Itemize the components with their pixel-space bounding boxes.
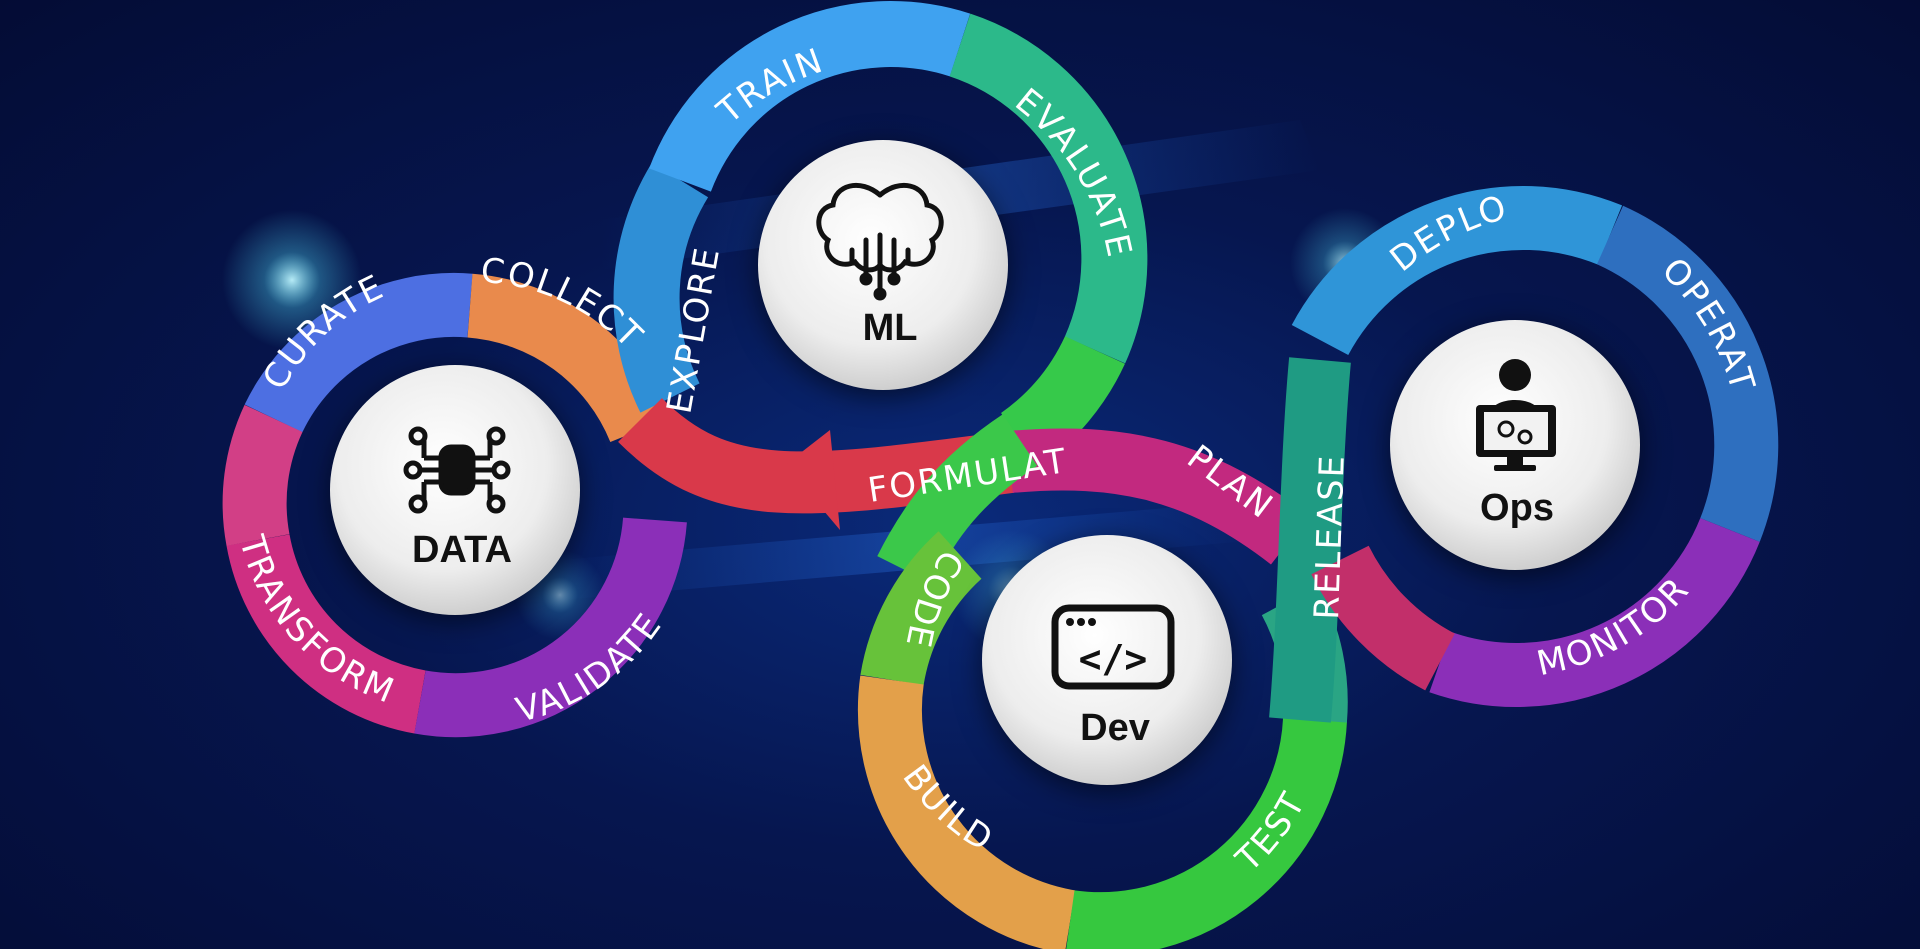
stage-train-segment (649, 1, 971, 193)
stage-explore-segment (613, 162, 709, 413)
dev-hub: </> Dev (982, 535, 1232, 785)
stage-code-segment (860, 531, 983, 686)
stage-left-edge-segment (222, 404, 303, 546)
stage-operate-segment (1596, 205, 1779, 542)
ops-hub: Ops (1390, 320, 1640, 570)
stage-release-label: RELEASE (1307, 453, 1353, 620)
data-hub-label: DATA (412, 529, 512, 571)
ml-hub: ML (758, 140, 1008, 390)
ml-hub-label: ML (863, 307, 918, 349)
svg-text:</>: </> (1079, 637, 1148, 681)
data-cycle-ring (222, 272, 687, 738)
crossover-ribbons (618, 397, 1310, 585)
brain-circuit-icon (816, 183, 944, 301)
formulate-arrow-head (785, 430, 840, 530)
stage-test-segment (1066, 717, 1347, 949)
stage-monitor-segment (1429, 517, 1760, 707)
stage-build-segment (857, 675, 1076, 949)
data-hub: DATA (330, 365, 580, 615)
ops-cycle-ring (1291, 185, 1779, 707)
stage-plan-segment (1007, 428, 1310, 565)
operator-monitor-icon (1476, 359, 1556, 471)
stage-ml-bottom-segment (1000, 335, 1125, 467)
data-chip-icon (403, 426, 511, 514)
stage-transform-segment (226, 533, 427, 734)
stage-evaluate-segment (949, 13, 1148, 364)
stage-collect-segment (466, 273, 670, 443)
stage-curate-segment (244, 272, 473, 433)
stage-validate-segment (414, 517, 687, 738)
ops-hub-label: Ops (1480, 487, 1554, 529)
stage-formulate-segment (618, 397, 1015, 514)
stage-ops-left-segment (1311, 545, 1456, 691)
dev-hub-label: Dev (1080, 707, 1150, 749)
stage-release-segment (1269, 357, 1351, 723)
code-window-icon: </> (1051, 604, 1175, 690)
stage-deploy-segment (1291, 185, 1623, 356)
